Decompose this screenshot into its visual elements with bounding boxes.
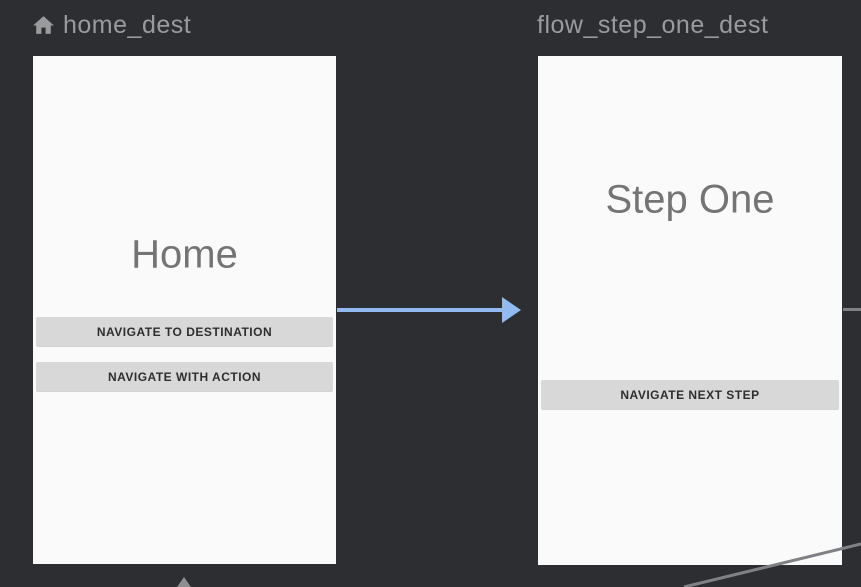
destination-title-flow-step-one: flow_step_one_dest (537, 10, 769, 39)
destination-header-home[interactable]: home_dest (31, 10, 191, 40)
navigate-next-step-button[interactable]: NAVIGATE NEXT STEP (541, 380, 839, 409)
destination-preview-home[interactable]: Home NAVIGATE TO DESTINATION NAVIGATE WI… (33, 56, 336, 564)
incoming-edge-arrowhead-icon[interactable] (177, 577, 191, 587)
destination-preview-flow-step-one[interactable]: Step One NAVIGATE NEXT STEP (538, 56, 842, 565)
action-arrow-line[interactable] (337, 308, 503, 312)
navigate-to-destination-button[interactable]: NAVIGATE TO DESTINATION (36, 317, 333, 346)
edge-diagonal-line[interactable] (660, 535, 861, 587)
action-arrow-head-icon (502, 297, 521, 323)
screen-title-step-one: Step One (605, 177, 775, 222)
home-icon-path (33, 15, 54, 34)
edge-offscreen-right[interactable] (843, 308, 861, 311)
destination-header-flow-step-one[interactable]: flow_step_one_dest (537, 10, 768, 40)
edge-diagonal-stroke (683, 542, 861, 587)
destination-title-home: home_dest (63, 10, 192, 39)
screen-title-home: Home (131, 232, 238, 277)
navigate-with-action-button[interactable]: NAVIGATE WITH ACTION (36, 362, 333, 391)
home-icon (33, 15, 54, 34)
